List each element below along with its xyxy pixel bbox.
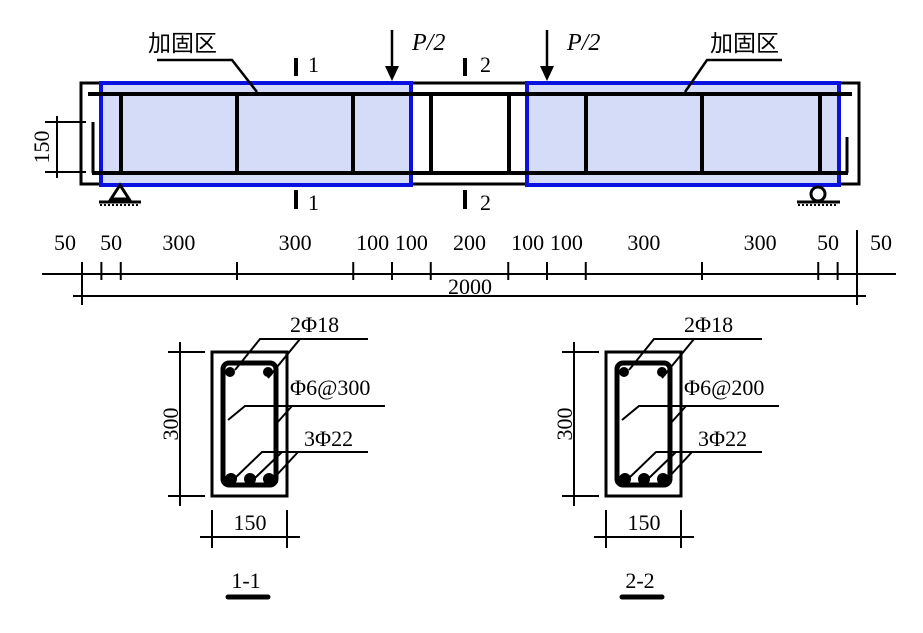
bottom-bar xyxy=(657,473,669,485)
bottom-bar xyxy=(244,473,256,485)
bottom-bar xyxy=(638,473,650,485)
dim-label: 100 xyxy=(511,230,544,255)
section-mark-2-bottom: 2 xyxy=(480,190,491,215)
bottom-bars-label: 3Φ22 xyxy=(304,426,353,451)
width-label: 150 xyxy=(234,510,267,535)
height-label: 300 xyxy=(158,408,183,441)
leader-stirrups xyxy=(621,405,779,421)
section-mark-2-top: 2 xyxy=(480,52,491,77)
load-arrow-left xyxy=(385,30,399,81)
leader-stirrups xyxy=(669,405,687,425)
section-title: 1-1 xyxy=(231,568,260,593)
section-mark-1-bottom: 1 xyxy=(308,190,319,215)
zone-label-right: 加固区 xyxy=(710,31,779,57)
top-bar xyxy=(657,367,667,377)
stirrups-label: Φ6@300 xyxy=(290,375,370,400)
pin-support xyxy=(99,182,141,206)
leader-bottom-bars xyxy=(273,451,299,479)
top-bars-label: 2Φ18 xyxy=(684,312,733,337)
dim-label: 300 xyxy=(744,230,777,255)
strengthening-zone-right xyxy=(525,81,841,187)
load-label-left: P/2 xyxy=(411,30,445,56)
top-bars-label: 2Φ18 xyxy=(290,312,339,337)
dim-label: 200 xyxy=(453,230,486,255)
top-bar xyxy=(619,367,629,377)
bottom-bar xyxy=(263,473,275,485)
beam-outline xyxy=(79,81,861,186)
leader-stirrups xyxy=(227,405,385,421)
load-label-right: P/2 xyxy=(566,30,600,56)
dim-label: 300 xyxy=(627,230,660,255)
leader-bottom-bars xyxy=(254,451,283,479)
dim-label: 50 xyxy=(870,230,892,255)
leader-bottom-bars xyxy=(234,451,368,479)
dim-label: 100 xyxy=(356,230,389,255)
zone-leader-right xyxy=(683,58,782,93)
total-length-label: 2000 xyxy=(448,274,492,299)
zone-leader-left xyxy=(157,58,258,93)
strengthening-zone-left xyxy=(99,81,413,187)
bottom-bar xyxy=(225,473,237,485)
load-arrow-right xyxy=(540,30,554,81)
height-dimension xyxy=(45,116,86,178)
leader-stirrups xyxy=(275,405,293,425)
height-label: 300 xyxy=(552,408,577,441)
stirrups-label: Φ6@200 xyxy=(684,375,764,400)
leader-bottom-bars xyxy=(628,451,762,479)
dim-label: 300 xyxy=(162,230,195,255)
bottom-bars-label: 3Φ22 xyxy=(698,426,747,451)
leader-top-bars xyxy=(628,338,762,371)
stirrups xyxy=(119,94,822,173)
leader-bottom-bars xyxy=(648,451,677,479)
width-label: 150 xyxy=(628,510,661,535)
roller-support xyxy=(797,185,840,206)
leader-top-bars xyxy=(267,338,301,379)
top-bar xyxy=(225,367,235,377)
leader-top-bars xyxy=(661,338,695,379)
dim-label: 100 xyxy=(395,230,428,255)
section-mark-1-top: 1 xyxy=(308,52,319,77)
dim-label: 100 xyxy=(550,230,583,255)
dim-label: 50 xyxy=(54,230,76,255)
section-title: 2-2 xyxy=(625,568,654,593)
bottom-bar xyxy=(619,473,631,485)
dim-label: 300 xyxy=(279,230,312,255)
top-bar xyxy=(263,367,273,377)
zone-label-left: 加固区 xyxy=(148,31,217,57)
leader-top-bars xyxy=(234,338,368,371)
dim-label: 50 xyxy=(817,230,839,255)
dim-label: 50 xyxy=(100,230,122,255)
leader-bottom-bars xyxy=(667,451,693,479)
height-dim-label: 150 xyxy=(29,131,54,164)
